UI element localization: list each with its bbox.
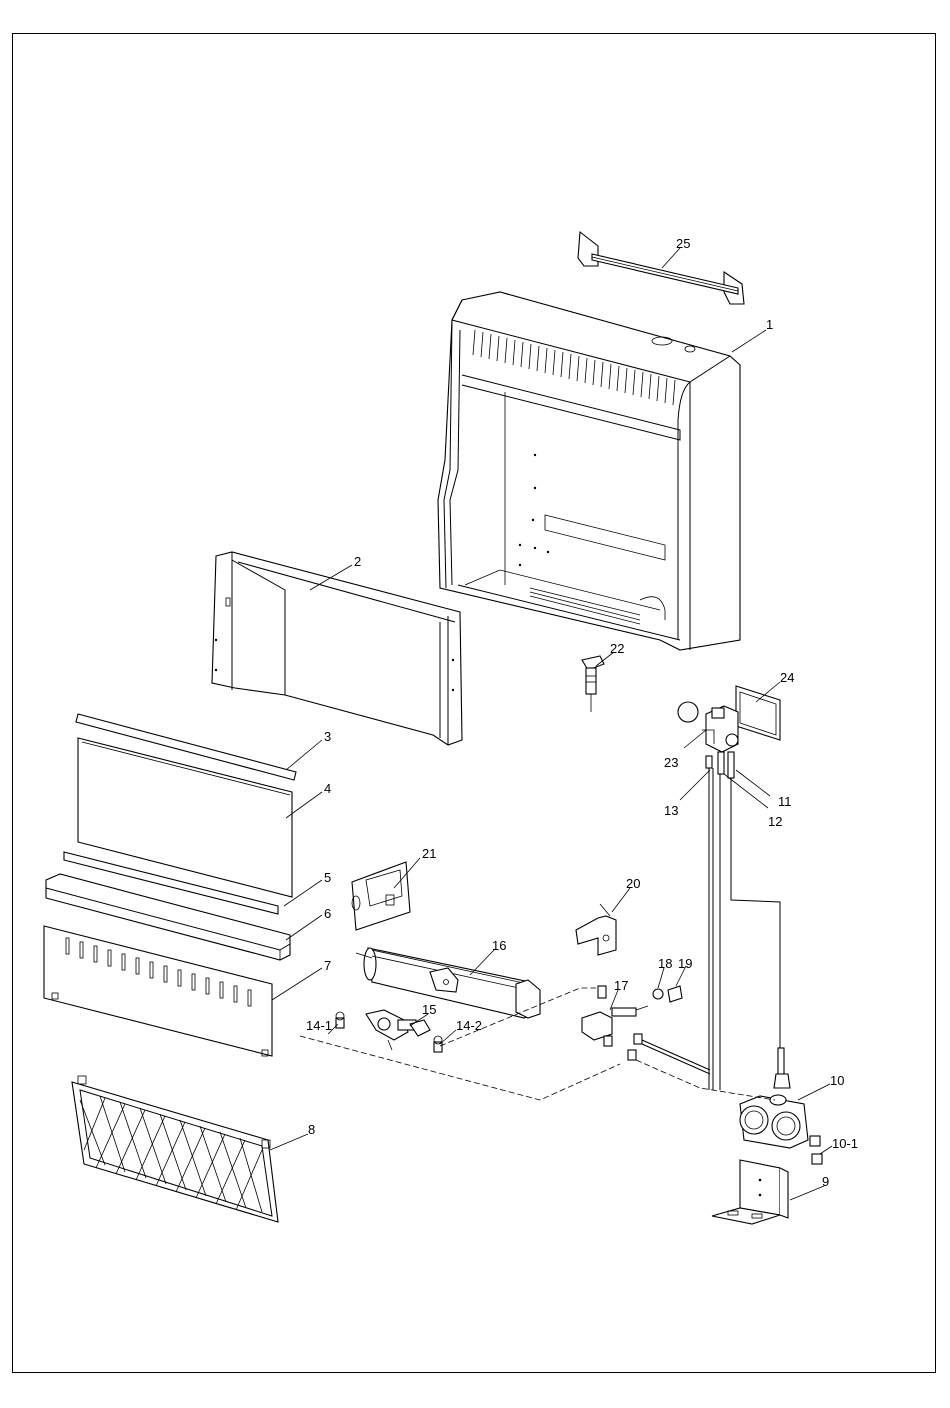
part-8-grille: [72, 1076, 278, 1222]
tubing-lines: [628, 1034, 710, 1074]
label-16: 16: [492, 938, 506, 953]
part-12-thermocouple: [718, 752, 724, 1090]
label-21: 21: [422, 846, 436, 861]
part-2-heat-shield: [212, 552, 462, 745]
part-16-burner: [356, 948, 540, 1018]
label-14-1: 14-1: [306, 1018, 332, 1033]
part-25-wall-bracket: [578, 232, 744, 304]
part-24-thermostat-plate: [736, 686, 780, 740]
part-23-valve-body: [678, 702, 738, 752]
part-11-igniter-wire: [728, 752, 780, 1048]
label-19: 19: [678, 956, 692, 971]
label-1: 1: [766, 317, 773, 332]
part-18-washer: [653, 989, 663, 999]
part-1-cabinet: [438, 292, 740, 650]
label-18: 18: [658, 956, 672, 971]
label-2: 2: [354, 554, 361, 569]
label-24: 24: [780, 670, 794, 685]
label-4: 4: [324, 781, 331, 796]
label-6: 6: [324, 906, 331, 921]
part-21-bracket: [352, 862, 410, 930]
label-7: 7: [324, 958, 331, 973]
part-15-valve-manifold: [366, 1010, 430, 1050]
label-17: 17: [614, 978, 628, 993]
part-10-regulator: [740, 1048, 808, 1148]
label-22: 22: [610, 641, 624, 656]
label-23: 23: [664, 755, 678, 770]
label-14-2: 14-2: [456, 1018, 482, 1033]
part-10-1-fitting: [810, 1136, 822, 1164]
label-15: 15: [422, 1002, 436, 1017]
part-14-1-orifice: [336, 1012, 344, 1028]
label-9: 9: [822, 1174, 829, 1189]
part-9-mount-bracket: [712, 1160, 788, 1224]
label-13: 13: [664, 803, 678, 818]
label-12: 12: [768, 814, 782, 829]
label-10-1: 10-1: [832, 1136, 858, 1151]
label-5: 5: [324, 870, 331, 885]
label-3: 3: [324, 729, 331, 744]
label-20: 20: [626, 876, 640, 891]
label-10: 10: [830, 1073, 844, 1088]
part-13-pilot-tube: [706, 756, 713, 1090]
part-20-bracket: [576, 904, 616, 955]
label-11: 11: [778, 794, 792, 809]
label-25: 25: [676, 236, 690, 251]
part-22-control-knob: [582, 656, 604, 712]
part-14-2-orifice: [434, 1036, 442, 1052]
label-8: 8: [308, 1122, 315, 1137]
part-19-nut: [668, 986, 682, 1002]
